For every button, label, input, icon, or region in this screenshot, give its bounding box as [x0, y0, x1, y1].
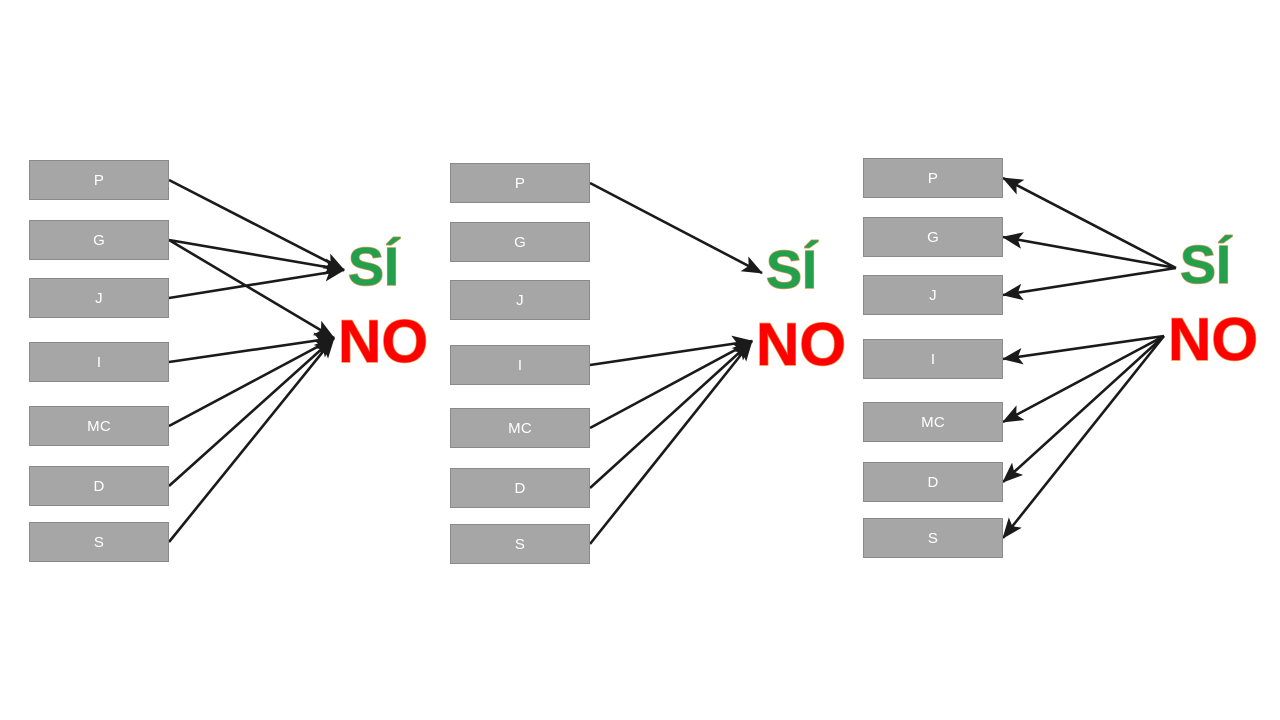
node-box-i[interactable]: I: [450, 345, 590, 385]
decision-no-label: NO: [1167, 306, 1258, 373]
node-box-mc[interactable]: MC: [450, 408, 590, 448]
node-box-g[interactable]: G: [450, 222, 590, 262]
node-box-i[interactable]: I: [863, 339, 1003, 379]
node-box-j[interactable]: J: [29, 278, 169, 318]
node-box-p[interactable]: P: [863, 158, 1003, 198]
node-box-p[interactable]: P: [450, 163, 590, 203]
decision-no-label: NO: [755, 311, 846, 378]
decision-yes-label: SÍ: [1179, 235, 1232, 295]
node-box-d[interactable]: D: [450, 468, 590, 508]
decision-no-label: NO: [337, 308, 428, 375]
node-box-j[interactable]: J: [863, 275, 1003, 315]
node-box-g[interactable]: G: [29, 220, 169, 260]
node-box-i[interactable]: I: [29, 342, 169, 382]
node-box-s[interactable]: S: [29, 522, 169, 562]
node-box-d[interactable]: D: [29, 466, 169, 506]
decision-yes-label: SÍ: [765, 240, 818, 300]
node-box-d[interactable]: D: [863, 462, 1003, 502]
decision-yes-label: SÍ: [347, 237, 400, 297]
node-box-p[interactable]: P: [29, 160, 169, 200]
node-box-s[interactable]: S: [863, 518, 1003, 558]
node-box-j[interactable]: J: [450, 280, 590, 320]
node-box-mc[interactable]: MC: [29, 406, 169, 446]
node-box-mc[interactable]: MC: [863, 402, 1003, 442]
node-box-g[interactable]: G: [863, 217, 1003, 257]
node-box-s[interactable]: S: [450, 524, 590, 564]
